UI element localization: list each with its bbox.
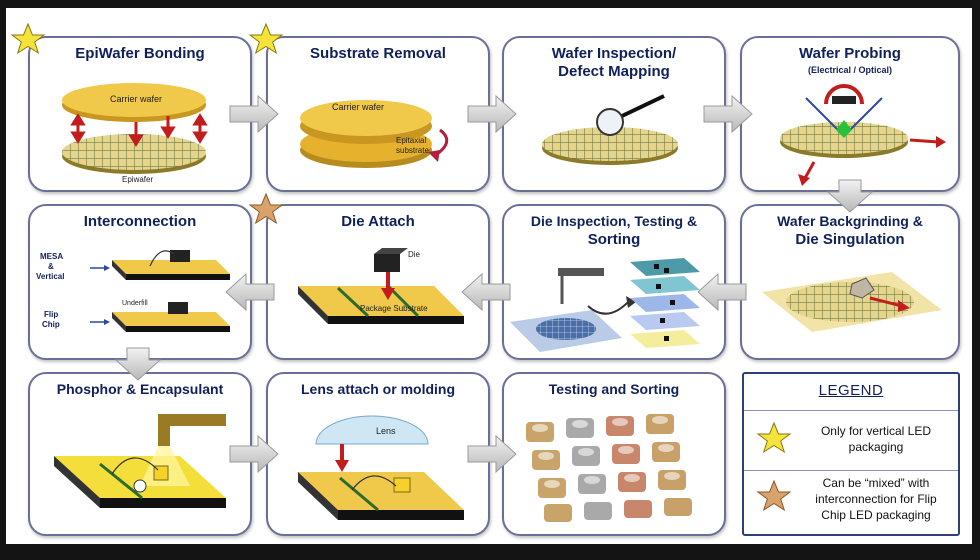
epitaxial-label: Epitaxial: [396, 136, 427, 145]
step-title: Die Attach: [341, 213, 415, 230]
star-icon: [248, 192, 284, 225]
lens-label: Lens: [376, 426, 396, 436]
step-title: Substrate Removal: [310, 45, 446, 62]
legend-row-yellow: Only for vertical LED packaging: [744, 410, 958, 471]
step-title: Interconnection: [83, 213, 197, 230]
step-title: Phosphor & Encapsulant: [56, 381, 224, 397]
step-title: Wafer Inspection/: [551, 45, 677, 62]
phosphor-illustration: [54, 414, 226, 508]
step-lens-attach: Lens attach or molding Lens: [266, 372, 490, 536]
star-icon: [248, 22, 284, 55]
arrow-right-icon: [467, 94, 517, 134]
sorting-illustration: [510, 258, 700, 352]
flow-arrows: [10, 22, 874, 474]
process-flow-diagram: EpiWafer Bonding Carrier wafer Epiwafer …: [6, 8, 972, 544]
die-attach-illustration: [298, 248, 464, 324]
substrate-removal-illustration: [300, 100, 449, 168]
step-title-line2: Sorting: [587, 231, 641, 248]
step-testing-sorting: Testing and Sorting: [502, 372, 726, 536]
arrow-down-icon: [826, 179, 874, 213]
step-title: Wafer Probing: [799, 45, 901, 62]
legend-yellow-text: Only for vertical LED packaging: [820, 424, 932, 454]
star-icon: [756, 421, 792, 454]
step-title: Wafer Backgrinding &: [777, 213, 923, 229]
led-grid-illustration: [526, 414, 692, 522]
star-icon: [756, 479, 792, 512]
step-title-line2: Defect Mapping: [558, 63, 670, 80]
interconnection-illustration: [90, 250, 230, 332]
legend: LEGEND Only for vertical LED packaging C…: [742, 372, 960, 536]
die-label: Die: [408, 250, 421, 259]
step-title: EpiWafer Bonding: [75, 45, 205, 62]
inspection-illustration: [542, 94, 678, 165]
ampersand-label: &: [48, 262, 54, 271]
flip-label: Flip: [44, 310, 59, 319]
step-die-attach: Die Attach Die Package Substrate: [266, 204, 490, 360]
step-subtitle: (Electrical / Optical): [807, 65, 893, 75]
arrow-down-icon: [114, 347, 162, 381]
arrow-right-icon: [467, 434, 517, 474]
step-epiwafer-bonding: EpiWafer Bonding Carrier wafer Epiwafer: [28, 36, 252, 192]
lens-illustration: [298, 415, 464, 520]
arrow-right-icon: [703, 94, 753, 134]
underfill-label: Underfill: [122, 300, 148, 307]
legend-row-tan: Can be “mixed” with interconnection for …: [744, 470, 958, 531]
step-title: Testing and Sorting: [548, 381, 680, 397]
star-icon: [10, 22, 46, 55]
step-die-inspection: Die Inspection, Testing & Sorting: [502, 204, 726, 360]
step-phosphor-encapsulant: Phosphor & Encapsulant: [28, 372, 252, 536]
probing-illustration: [780, 84, 946, 186]
step-title-line2: Die Singulation: [795, 231, 905, 248]
legend-title: LEGEND: [818, 382, 884, 399]
lens-icon: [315, 415, 429, 445]
step-substrate-removal: Substrate Removal Carrier wafer Epitaxia…: [266, 36, 490, 192]
wafer-bonding-illustration: [62, 83, 208, 174]
arrow-right-icon: [229, 434, 279, 474]
step-wafer-backgrinding: Wafer Backgrinding & Die Singulation: [740, 204, 960, 360]
epiwafer-label: Epiwafer: [122, 175, 154, 184]
step-title: Lens attach or molding: [300, 381, 455, 397]
step-interconnection: Interconnection MESA & Vertical Flip Chi…: [28, 204, 252, 360]
singulation-illustration: [762, 272, 942, 332]
arrow-left-icon: [697, 272, 747, 312]
arrow-left-icon: [225, 272, 275, 312]
arrow-left-icon: [461, 272, 511, 312]
mesa-label: MESA: [40, 252, 64, 261]
step-title: Die Inspection, Testing &: [530, 213, 698, 229]
chip-label: Chip: [42, 320, 60, 329]
vertical-label: Vertical: [36, 272, 65, 281]
legend-tan-text: Can be “mixed” with interconnection for …: [815, 476, 937, 522]
carrier-wafer-label: Carrier wafer: [110, 94, 163, 104]
carrier-wafer-label: Carrier wafer: [332, 102, 385, 112]
magnifier-icon: [621, 94, 665, 118]
arrow-right-icon: [229, 94, 279, 134]
substrate-label: substrate: [396, 146, 429, 155]
package-substrate-label: Package Substrate: [360, 304, 428, 313]
step-wafer-inspection: Wafer Inspection/ Defect Mapping: [502, 36, 726, 192]
